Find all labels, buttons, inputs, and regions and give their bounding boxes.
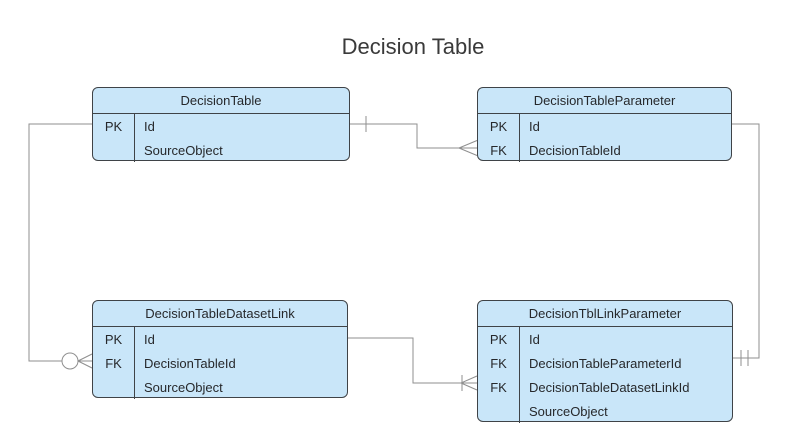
key-label: FK [93, 351, 135, 375]
key-label: FK [478, 351, 520, 375]
key-label [93, 138, 135, 162]
entity-decisiontableparameter[interactable]: DecisionTableParameter PK Id FK Decision… [477, 87, 732, 162]
table-row: FK DecisionTableParameterId [478, 351, 732, 375]
field-name: DecisionTableParameterId [529, 355, 682, 371]
zero-circle-marker [61, 352, 79, 370]
one-one-tick-marker [740, 350, 749, 366]
table-row: PK Id [478, 327, 732, 351]
key-label: FK [478, 375, 520, 399]
table-row: SourceObject [93, 138, 349, 162]
key-label: PK [93, 327, 135, 351]
field-name: SourceObject [529, 403, 608, 419]
field-name: DecisionTableDatasetLinkId [529, 379, 690, 395]
field-name: Id [529, 331, 540, 347]
entity-title: DecisionTable [93, 88, 349, 114]
table-row: PK Id [93, 327, 347, 351]
key-label: PK [93, 114, 135, 138]
key-label: PK [478, 327, 520, 351]
field-name: SourceObject [144, 142, 223, 158]
crow-foot-marker [458, 140, 478, 156]
crow-foot-marker [460, 375, 478, 391]
table-row: SourceObject [93, 375, 347, 399]
table-row: FK DecisionTableId [478, 138, 731, 162]
crow-foot-marker [77, 353, 93, 369]
relationship-decisiontable-decisiontabledatasetlink[interactable] [28, 123, 93, 370]
table-row: SourceObject [478, 399, 732, 423]
key-label: PK [478, 114, 520, 138]
field-name: SourceObject [144, 379, 223, 395]
field-name: Id [144, 118, 155, 134]
field-name: Id [529, 118, 540, 134]
key-label [478, 399, 520, 423]
table-row: FK DecisionTableDatasetLinkId [478, 375, 732, 399]
entity-title: DecisionTableDatasetLink [93, 301, 347, 327]
entity-decisiontable[interactable]: DecisionTable PK Id SourceObject [92, 87, 350, 162]
entity-decisiontbllinkparameter[interactable]: DecisionTblLinkParameter PK Id FK Decisi… [477, 300, 733, 423]
relationship-decisiontabledatasetlink-decisiontbllinkparameter[interactable] [348, 337, 478, 391]
field-name: DecisionTableId [529, 142, 621, 158]
entity-title: DecisionTableParameter [478, 88, 731, 114]
relationship-decisiontableparameter-decisiontbllinkparameter[interactable] [732, 123, 760, 366]
table-row: PK Id [93, 114, 349, 138]
table-row: FK DecisionTableId [93, 351, 347, 375]
key-label [93, 375, 135, 399]
field-name: Id [144, 331, 155, 347]
key-label: FK [478, 138, 520, 162]
entity-title: DecisionTblLinkParameter [478, 301, 732, 327]
table-row: PK Id [478, 114, 731, 138]
entity-decisiontabledatasetlink[interactable]: DecisionTableDatasetLink PK Id FK Decisi… [92, 300, 348, 399]
diagram-title: Decision Table [341, 34, 485, 59]
relationship-decisiontable-decisiontableparameter[interactable] [350, 116, 478, 156]
field-name: DecisionTableId [144, 355, 236, 371]
